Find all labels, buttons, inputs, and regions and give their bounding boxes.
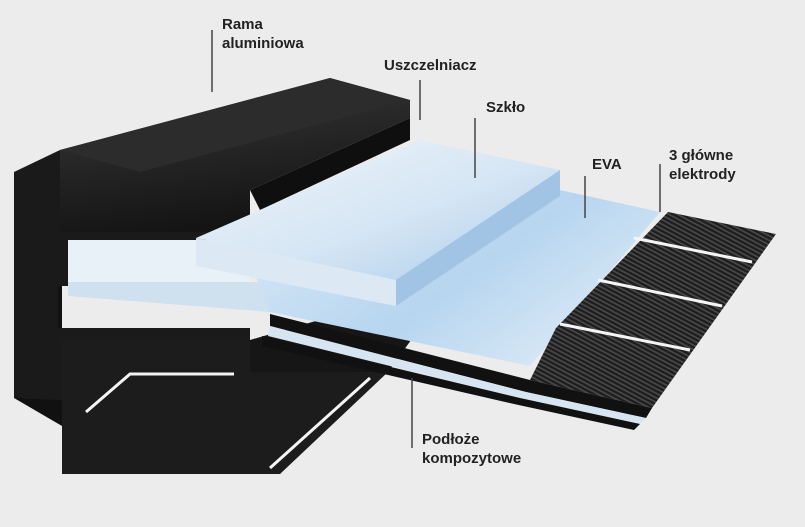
label-substrate-line2: kompozytowe xyxy=(422,450,522,467)
label-frame: Rama aluminiowa xyxy=(222,15,304,53)
label-frame-line1: Rama xyxy=(222,16,263,33)
glass-top xyxy=(196,140,560,280)
frame-highlight-line xyxy=(268,376,372,470)
label-frame-line2: aluminiowa xyxy=(222,35,304,52)
label-substrate: Podłoże kompozytowe xyxy=(422,430,521,468)
glass-side xyxy=(396,170,560,306)
label-electrodes-line1: 3 główne xyxy=(669,147,734,164)
substrate-black xyxy=(270,314,652,418)
label-electrodes-line2: elektrody xyxy=(669,166,736,183)
label-electrodes: 3 główne elektrody xyxy=(669,146,736,184)
electrode-line xyxy=(633,236,753,264)
label-substrate-line1: Podłoże xyxy=(422,431,480,448)
electrode-line xyxy=(559,322,691,352)
solar-cells xyxy=(530,212,776,408)
frame-body-upper xyxy=(250,118,410,210)
label-glass: Szkło xyxy=(486,99,526,116)
frame-top-lip xyxy=(60,78,410,172)
eva-sheet xyxy=(250,190,660,366)
substrate-black-lower xyxy=(262,336,640,430)
glass-front xyxy=(196,238,396,306)
laminate-edge-lower xyxy=(68,282,270,312)
electrode-line xyxy=(597,278,723,308)
label-sealant: Uszczelniacz xyxy=(384,57,477,74)
frame-highlight-line xyxy=(85,372,234,414)
label-eva: EVA xyxy=(592,156,622,173)
substrate-light xyxy=(268,326,646,424)
